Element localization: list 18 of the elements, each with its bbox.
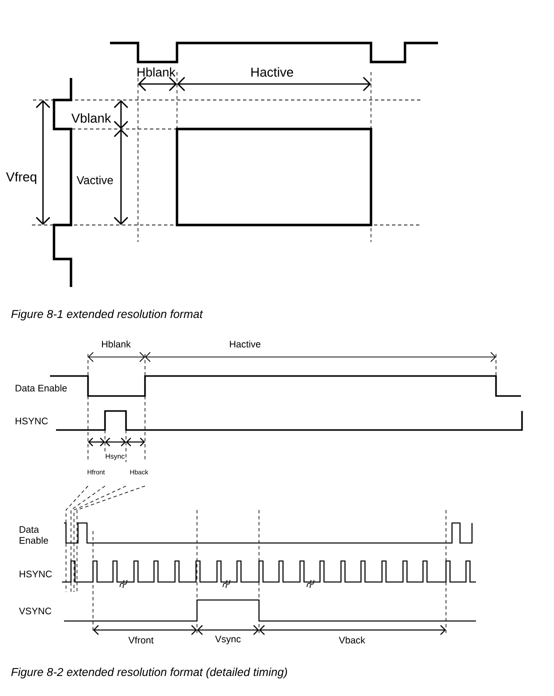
signal-label: HSYNC (16, 418, 48, 424)
dimension-label: Vactive (76, 176, 113, 184)
caption: Figure 8-2 extended resolution format (detailed timing) (11, 668, 287, 678)
dimension-label: Vfreq (6, 172, 36, 184)
dimension-label: Vsync (215, 636, 241, 644)
signal-label: VSYNC (18, 608, 52, 614)
signal-label: HSYNC (20, 570, 52, 578)
dimension-label: Vfront (128, 636, 154, 644)
dimension-label: Hblank (138, 67, 176, 77)
dimension-label: Vback (338, 636, 366, 644)
dimension-label: Hactive (230, 340, 260, 348)
caption: Figure 8-1 extended resolution format (11, 310, 204, 320)
signal-label: Data Enable (16, 384, 67, 392)
active-area-box (176, 128, 372, 226)
dimension-label: Hactive (251, 67, 294, 77)
signal-label: Data Enable (20, 526, 48, 544)
dimension-label: Vblank (71, 113, 112, 123)
dimension-label: Hblank (102, 340, 131, 348)
